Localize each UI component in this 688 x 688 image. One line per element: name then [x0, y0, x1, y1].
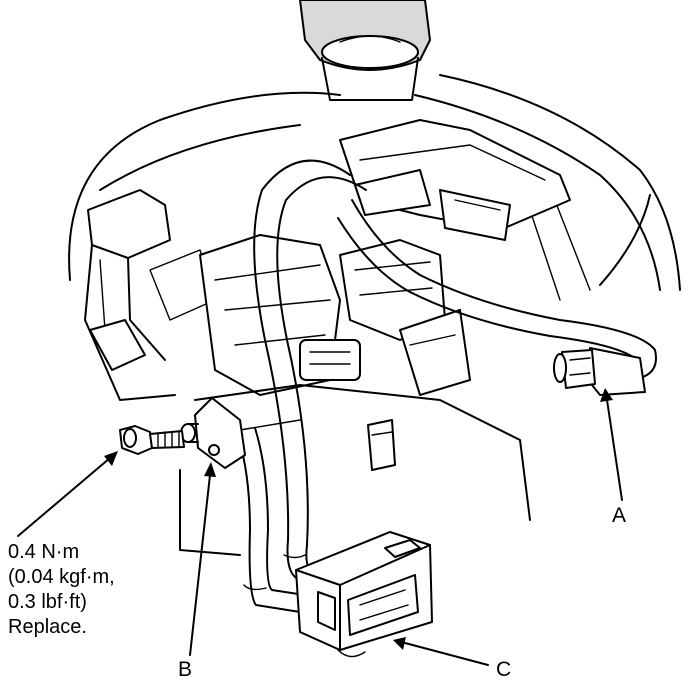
- steering-column: [299, 0, 431, 101]
- connector-a: [553, 347, 646, 396]
- connector-c: [295, 531, 433, 658]
- torque-value-kgf: (0.04 kgf·m,: [8, 566, 115, 588]
- leader-lines: [17, 388, 623, 666]
- replace-note: Replace.: [8, 616, 87, 638]
- mounting-bolt: [119, 425, 185, 455]
- callout-a: A: [612, 504, 626, 527]
- harness-cable: [235, 159, 657, 613]
- central-mechanism: [179, 234, 531, 556]
- callout-b: B: [178, 658, 192, 681]
- torque-value: 0.4 N·m: [8, 541, 79, 563]
- left-bracket: [84, 189, 216, 401]
- callout-c: C: [496, 658, 511, 681]
- ground-terminal-b: [180, 397, 246, 469]
- torque-value-lbf: 0.3 lbf·ft): [8, 591, 87, 613]
- switch-body: [339, 119, 571, 241]
